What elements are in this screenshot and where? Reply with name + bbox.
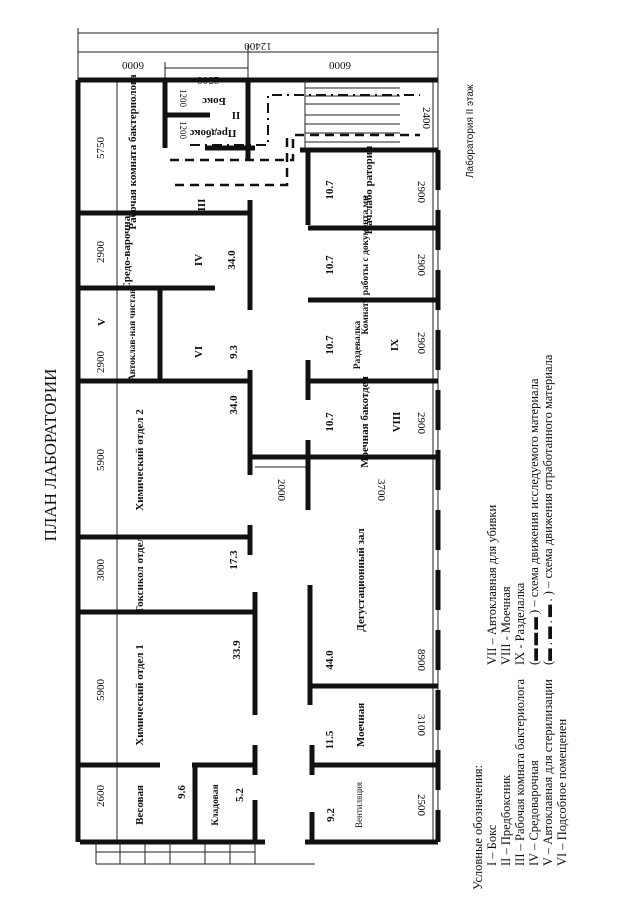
legend-item: VIII - Моечная [499,586,513,665]
room-work-num: III [196,199,208,212]
dim-hall-depth: 3700 [375,479,387,502]
dim-right: 2500 [415,794,427,817]
dim-corridor: 2000 [275,479,287,502]
legend-item: (▬ . ▬ . ▬ . ) – схема движения отработа… [541,354,555,665]
legend-item: IX - Разделалка [513,582,527,665]
room-autoclave-label: Автоклав-ная чистая [128,289,138,381]
room-media-label: Средо-варочная [121,210,133,290]
room-media-area: 34.0 [226,250,238,270]
legend-item: V – Автоклавная для стерилизации [541,679,555,866]
room-head-label: Нач.лабо ратории [363,145,375,234]
room-vent-area: 9.2 [325,808,337,822]
room-prebox-label: Предбокс [189,127,236,139]
dim-right: 3100 [415,714,427,737]
room-wash-bact-num: VIII [391,412,403,433]
room-wash-area: 11.5 [324,730,336,749]
room-autoclave-num: V [96,318,108,326]
dim-box-1: 1200 [178,89,188,108]
room-tasting-area: 44.0 [324,650,336,670]
dim-left-half: 6000 [122,59,145,71]
dim-left: 3000 [95,559,107,582]
floor-caption: Лаборатория II этаж [464,84,476,178]
room-chem1-area: 33.9 [231,640,243,660]
legend-item: (▬ ▬ ▬ ) – схема движения исследуемого м… [527,378,541,665]
dim-left: 5900 [95,679,107,702]
room-store-area: 5.2 [234,788,246,802]
dim-right: 2900 [415,412,427,435]
legend-item: VII – Автоклавная для убивки [485,505,499,665]
room-weigh-label: Весовая [134,785,146,825]
legend-item: IV – Средоварочная [527,760,541,866]
legend-item: II – Предбоксник [499,774,513,866]
research-material-flow [175,135,289,187]
room-weigh-area: 9.6 [176,785,188,799]
dim-box-2: 1200 [178,121,188,140]
room-changing-num: IX [389,339,401,351]
room-changing-area: 10.7 [324,335,336,355]
room-chem2-label: Химический отдел 2 [134,409,146,511]
dim-right: 2900 [415,332,427,355]
room-store-label: Кладовая [211,784,221,825]
room-aux-area: 9.3 [228,345,240,359]
room-chem1-label: Химический отдел 1 [134,644,146,745]
room-docs-label: Комната работы с документа ми [360,195,371,335]
legend-item: VI – Подсобное помещенен [555,719,569,866]
dim-right: 2900 [415,181,427,204]
dim-stair: 2400 [420,107,432,130]
room-vent-label: Вентиляция [354,782,364,828]
dim-right: 8900 [415,649,427,672]
room-wash-bact-label: Моечная бакотдел [359,376,371,468]
dim-right-half: 6000 [329,59,352,71]
dim-left: 5750 [95,137,107,160]
room-media-num: IV [193,254,205,266]
room-chem2-area: 34.0 [228,395,240,415]
room-prebox-num: II [232,109,241,121]
legend-item: I – Бокс [485,824,499,866]
room-aux-num: VI [193,346,205,358]
legend: Условные обозначения: I – Бокс II – Пред… [471,354,569,890]
walls [75,77,441,845]
room-docs-area: 10.7 [324,255,336,275]
dim-right: 2900 [415,254,427,277]
room-head-area: 10.7 [324,180,336,200]
dim-left: 2900 [95,241,107,264]
dim-left: 2600 [95,785,107,808]
dim-left: 2900 [95,351,107,374]
room-toxic-label: Токсикол отдел [134,536,146,613]
waste-material-flow [190,94,420,146]
research-material-flow [170,133,420,162]
room-box-label: Бокс [202,95,226,107]
legend-heading: Условные обозначения: [471,765,485,890]
room-wash-bact-area: 10.7 [324,412,336,432]
room-changing-label: Раздевалка [353,320,363,369]
room-toxic-area: 17.3 [228,550,240,570]
dimension-lines [77,28,439,842]
room-work-label: Рабочая комната бактериолога [127,74,139,230]
plan-title: ПЛАН ЛАБОРАТОРИИ [41,369,60,542]
room-wash-label: Моечная [355,703,367,747]
legend-item: III – Рабочая комната бактериолога [513,678,527,866]
dim-left: 5900 [95,449,107,472]
room-tasting-label: Дегустационный зал [355,528,367,631]
dim-total: 12400 [244,40,272,52]
